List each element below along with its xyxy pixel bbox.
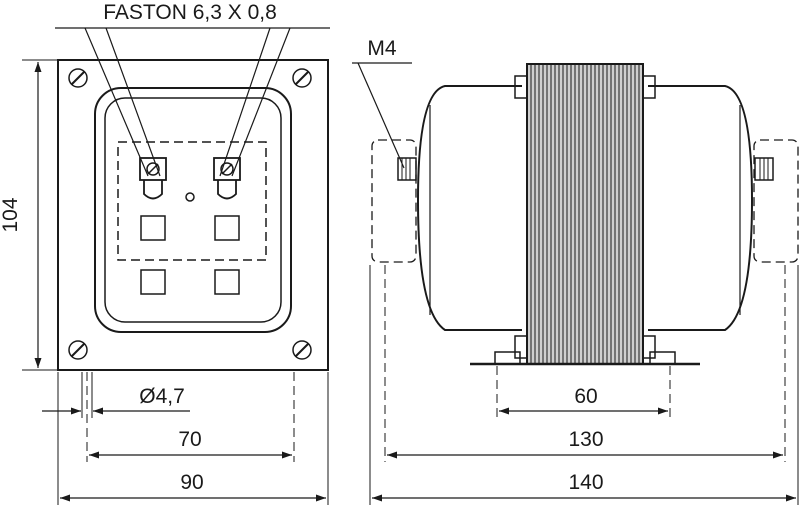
faston-leader-line (105, 27, 161, 177)
clamp-tab (514, 75, 528, 99)
lamination-lines (530, 64, 640, 364)
screw-icon (292, 68, 312, 88)
clamp-tab (642, 335, 656, 359)
clamp-tab (642, 75, 656, 99)
stud-outline-right (753, 139, 799, 263)
faston-label: FASTON 6,3 X 0,8 (103, 1, 277, 24)
terminal-pad (214, 269, 240, 295)
m4-stud-icon (397, 157, 417, 181)
dim-label-104: 104 (0, 197, 22, 232)
mounting-plate (57, 59, 329, 371)
mounting-foot-bracket (649, 351, 676, 364)
faston-leader-line (84, 27, 149, 177)
faston-terminal-icon (139, 157, 167, 200)
center-hole (185, 192, 195, 202)
mounting-foot-bracket (494, 351, 521, 364)
m4-label: M4 (367, 37, 396, 60)
screw-icon (292, 340, 312, 360)
core-laminations (526, 63, 644, 365)
terminal-area-dashed (117, 141, 267, 261)
hole-diameter-label: Ø4,7 (139, 385, 185, 408)
dim-label-90: 90 (180, 471, 203, 494)
front-view: FASTON 6,3 X 0,8 104 Ø4,7 70 90 (0, 1, 330, 505)
faston-leader-line (219, 27, 271, 177)
dim-label-70: 70 (178, 428, 201, 451)
bobbin-outer-frame (94, 87, 292, 333)
bobbin-inner-frame (104, 97, 282, 323)
faston-terminal-icon (213, 157, 241, 200)
screw-icon (68, 68, 88, 88)
side-view: M4 60 130 140 (352, 37, 799, 505)
m4-leader-line (357, 62, 405, 169)
m4-stud-icon (754, 157, 774, 181)
coil-left (416, 85, 522, 331)
stud-outline-left (371, 139, 417, 263)
terminal-pad (140, 215, 166, 241)
dim-label-140: 140 (568, 471, 603, 494)
terminal-pad (214, 215, 240, 241)
dim-label-130: 130 (568, 428, 603, 451)
coil-right (648, 85, 754, 331)
clamp-tab (514, 335, 528, 359)
faston-leader-line (231, 27, 291, 177)
dim-label-60: 60 (574, 385, 597, 408)
screw-icon (68, 340, 88, 360)
terminal-pad (140, 269, 166, 295)
